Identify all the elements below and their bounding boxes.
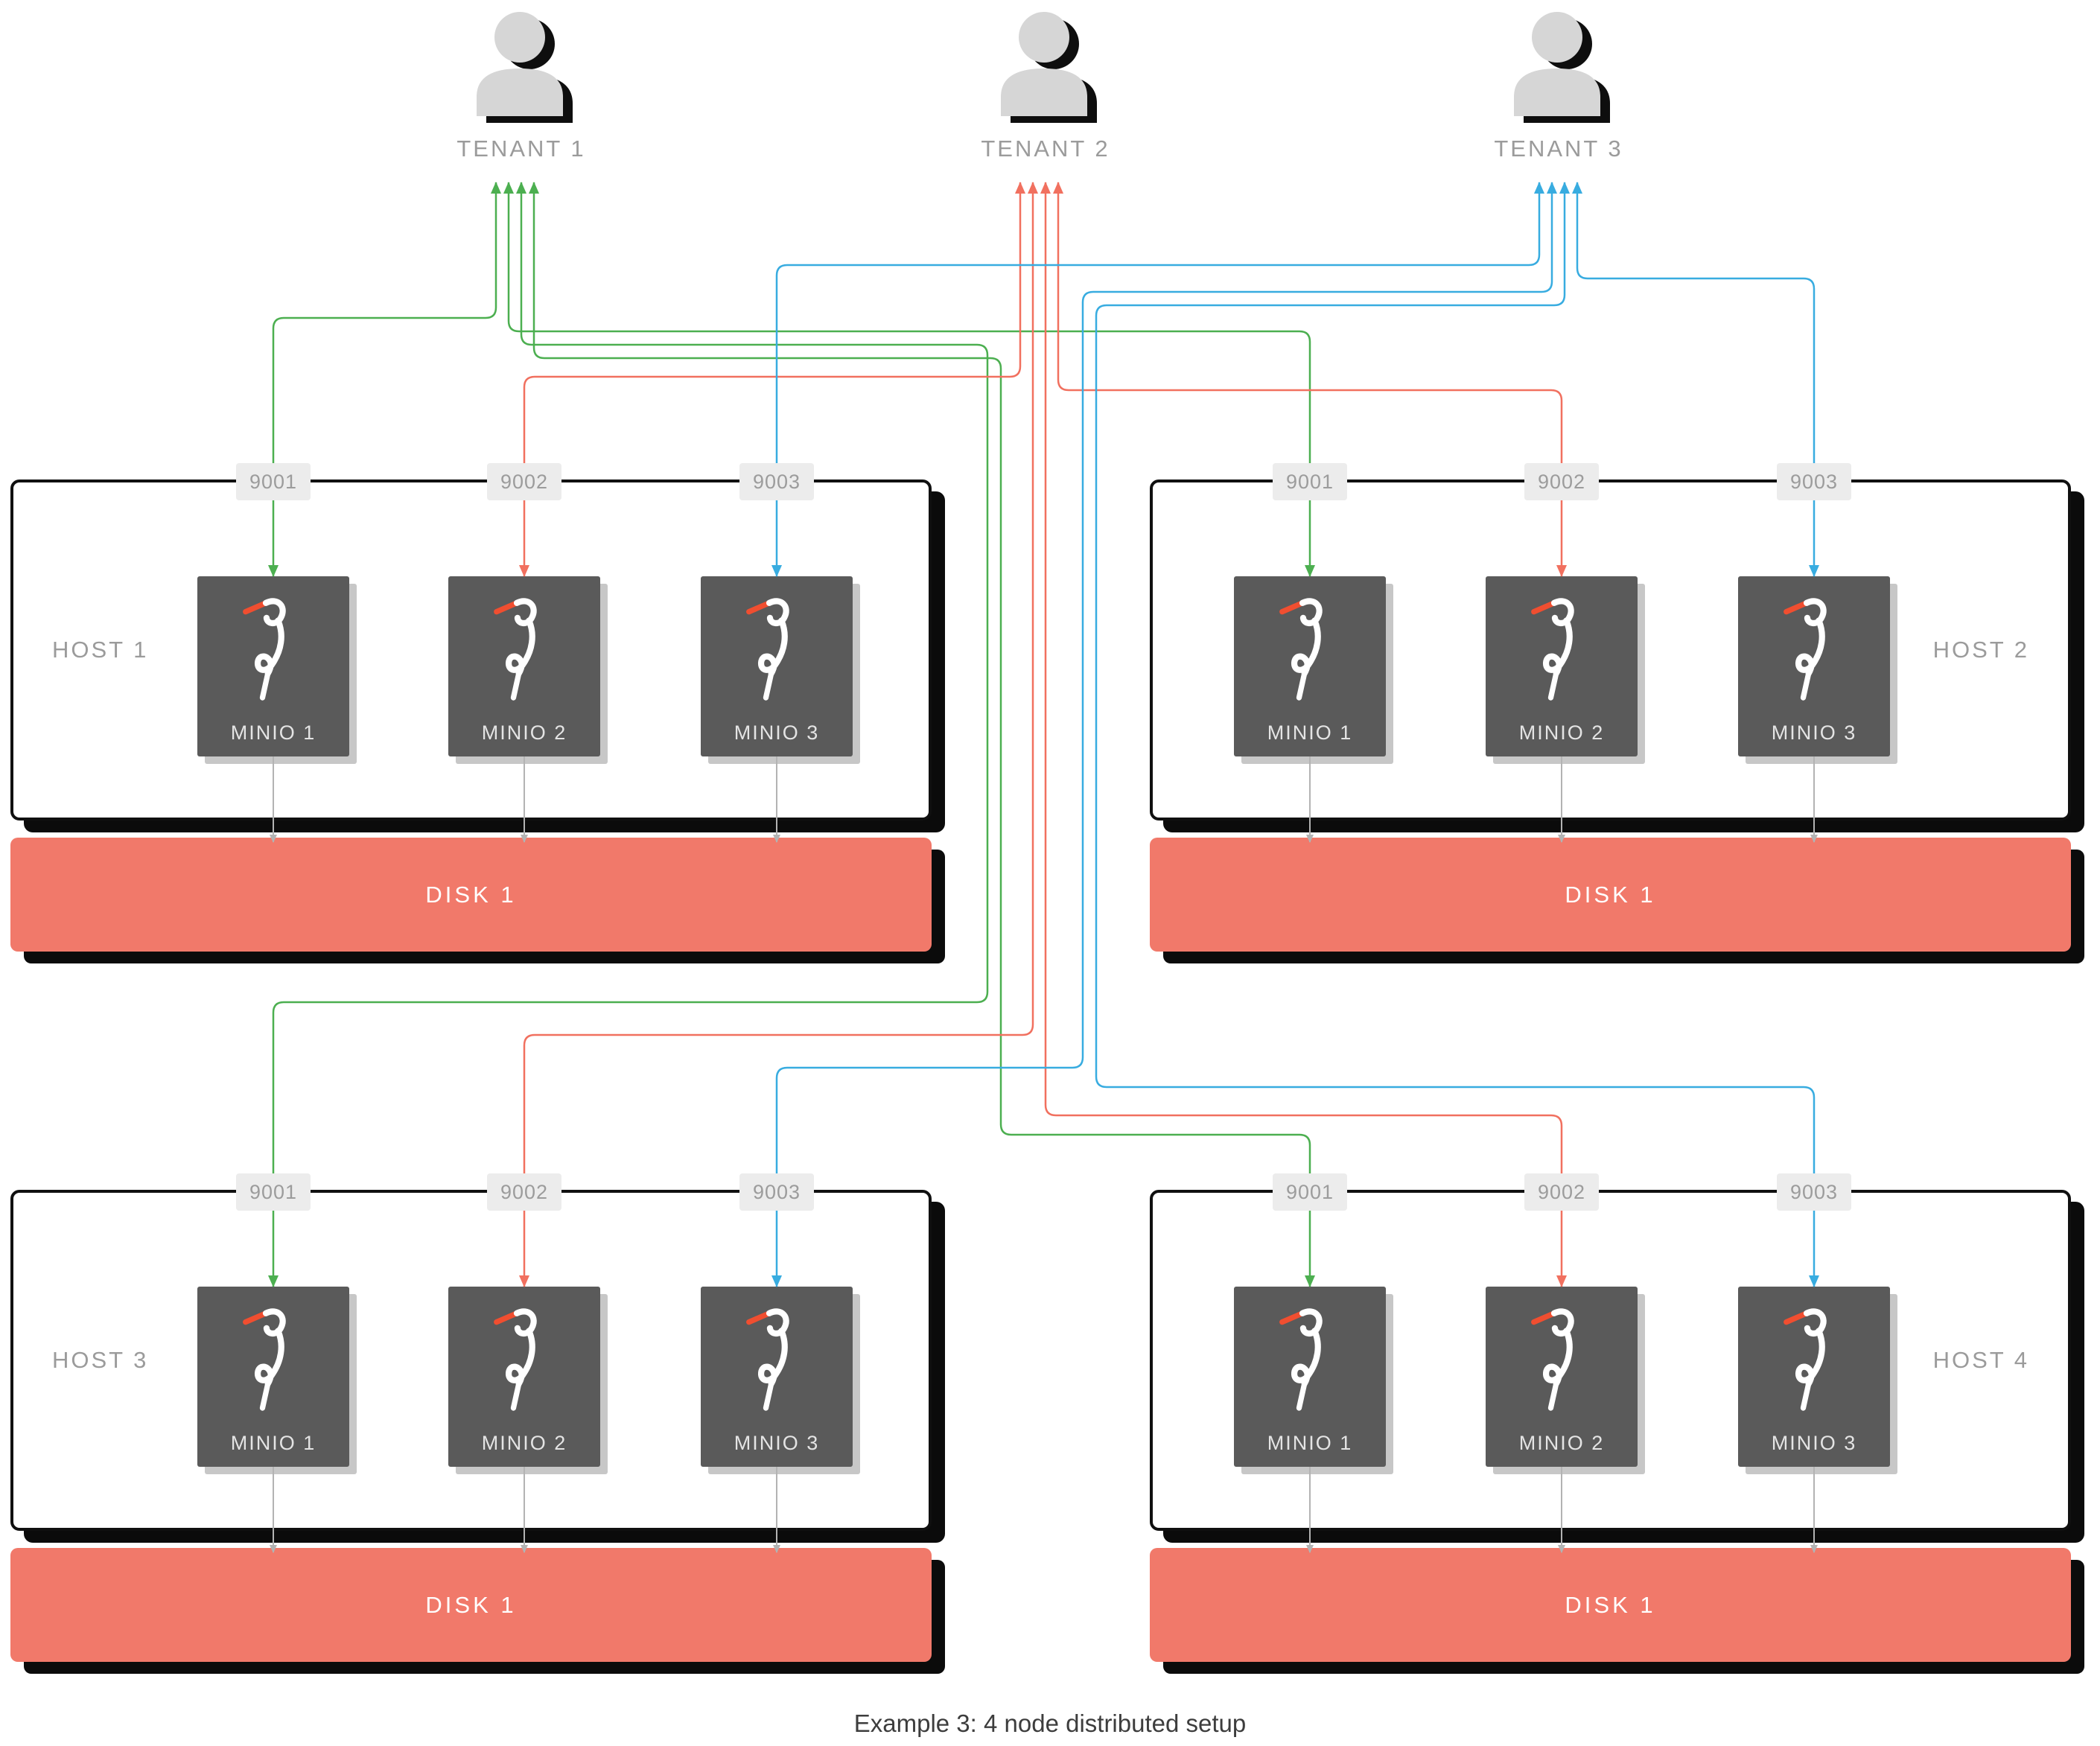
port-badge: 9002 [487, 463, 561, 500]
minio-bird-icon [1777, 587, 1851, 706]
disk-bar: DISK 1 [1150, 1548, 2071, 1662]
port-badge: 9001 [236, 463, 311, 500]
port-badge: 9002 [1524, 1173, 1599, 1211]
port-badge: 9003 [1777, 1173, 1851, 1211]
minio-node-label: MINIO 1 [230, 721, 316, 744]
host-1-box: HOST 1 9001 9002 9003 MINIO 1 MINIO 2 MI… [10, 463, 932, 821]
minio-bird-icon [487, 587, 561, 706]
minio-bird-icon [739, 587, 814, 706]
minio-node: MINIO 2 [448, 576, 600, 756]
minio-node-label: MINIO 1 [1267, 1432, 1353, 1454]
minio-node-label: MINIO 2 [1518, 1432, 1605, 1454]
minio-node-label: MINIO 2 [481, 1432, 567, 1454]
tenant-2: TENANT 2 [971, 6, 1120, 162]
tenant-3: TENANT 3 [1484, 6, 1633, 162]
minio-bird-icon [739, 1297, 814, 1416]
minio-bird-icon [1524, 587, 1599, 706]
minio-bird-icon [236, 587, 311, 706]
disk-bar: DISK 1 [1150, 838, 2071, 952]
port-badge: 9002 [1524, 463, 1599, 500]
host-label: HOST 2 [1932, 637, 2029, 663]
port-badge: 9003 [1777, 463, 1851, 500]
minio-node: MINIO 3 [701, 576, 853, 756]
minio-node-label: MINIO 3 [734, 1432, 820, 1454]
person-icon [1001, 12, 1097, 123]
minio-node: MINIO 2 [1486, 1287, 1638, 1467]
minio-node: MINIO 3 [1738, 576, 1890, 756]
minio-node: MINIO 3 [1738, 1287, 1890, 1467]
host-label: HOST 3 [52, 1347, 149, 1373]
port-badge: 9003 [739, 463, 814, 500]
tenant-1: TENANT 1 [447, 6, 596, 162]
port-badge: 9002 [487, 1173, 561, 1211]
port-badge: 9003 [739, 1173, 814, 1211]
host-4-box: HOST 4 9001 9002 9003 MINIO 1 MINIO 2 MI… [1150, 1173, 2071, 1531]
minio-node-label: MINIO 3 [1771, 1432, 1857, 1454]
port-badge: 9001 [236, 1173, 311, 1211]
minio-node: MINIO 1 [197, 576, 349, 756]
minio-node: MINIO 1 [197, 1287, 349, 1467]
minio-node-label: MINIO 2 [1518, 721, 1605, 744]
minio-bird-icon [1777, 1297, 1851, 1416]
minio-node: MINIO 3 [701, 1287, 853, 1467]
port-badge: 9001 [1273, 463, 1347, 500]
disk-bar: DISK 1 [10, 838, 932, 952]
minio-node: MINIO 1 [1234, 1287, 1386, 1467]
diagram-caption: Example 3: 4 node distributed setup [853, 1710, 1247, 1737]
minio-bird-icon [1273, 1297, 1347, 1416]
minio-node: MINIO 2 [1486, 576, 1638, 756]
host-2-box: HOST 2 9001 9002 9003 MINIO 1 MINIO 2 MI… [1150, 463, 2071, 821]
minio-node-label: MINIO 2 [481, 721, 567, 744]
person-icon [477, 12, 573, 123]
host-3-box: HOST 3 9001 9002 9003 MINIO 1 MINIO 2 MI… [10, 1173, 932, 1531]
minio-bird-icon [1273, 587, 1347, 706]
disk-label: DISK 1 [425, 881, 517, 908]
minio-bird-icon [487, 1297, 561, 1416]
tenant-label: TENANT 1 [456, 136, 586, 162]
tenant-label: TENANT 3 [1494, 136, 1623, 162]
disk-label: DISK 1 [1565, 1591, 1656, 1618]
minio-node-label: MINIO 1 [1267, 721, 1353, 744]
port-badge: 9001 [1273, 1173, 1347, 1211]
minio-bird-icon [1524, 1297, 1599, 1416]
minio-bird-icon [236, 1297, 311, 1416]
host-label: HOST 4 [1932, 1347, 2029, 1373]
tenant-label: TENANT 2 [981, 136, 1110, 162]
minio-node-label: MINIO 1 [230, 1432, 316, 1454]
minio-node-label: MINIO 3 [734, 721, 820, 744]
disk-bar: DISK 1 [10, 1548, 932, 1662]
minio-node: MINIO 2 [448, 1287, 600, 1467]
minio-node: MINIO 1 [1234, 576, 1386, 756]
minio-node-label: MINIO 3 [1771, 721, 1857, 744]
disk-label: DISK 1 [1565, 881, 1656, 908]
host-label: HOST 1 [52, 637, 149, 663]
person-icon [1514, 12, 1610, 123]
disk-label: DISK 1 [425, 1591, 517, 1618]
